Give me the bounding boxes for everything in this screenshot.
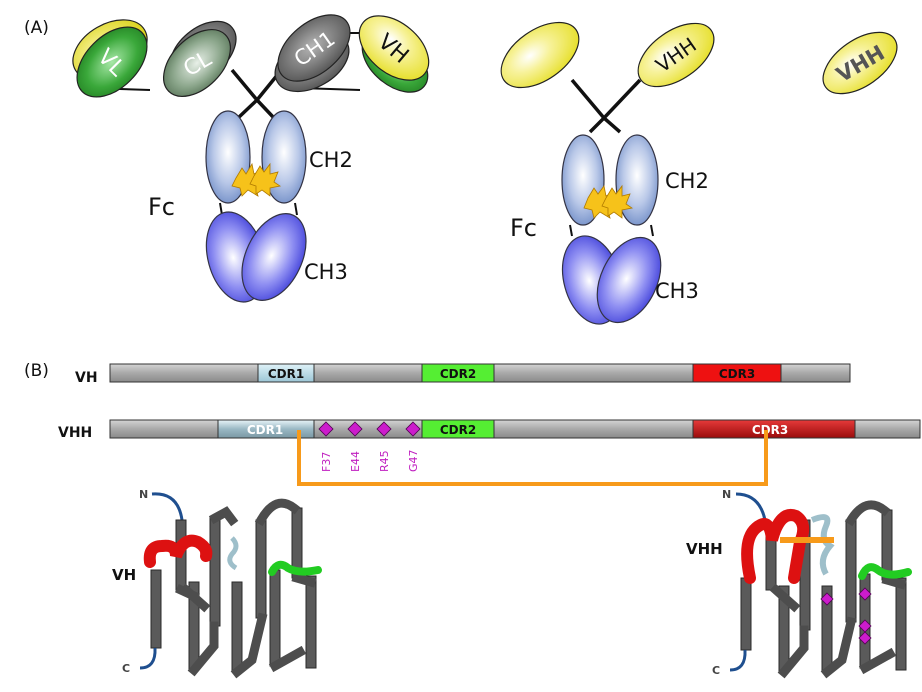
hc-fc-label: Fc — [510, 214, 537, 242]
nanobody-domain: VHH — [822, 31, 898, 95]
vhh-cdr3-label: CDR3 — [752, 423, 788, 437]
vhh-cdr1-segment — [217, 419, 315, 439]
disulfide-star-icon — [249, 162, 282, 197]
vh-topology-structure: N C VH — [112, 488, 322, 679]
vh-cdr3-segment — [692, 363, 782, 383]
structure-hallmark-diamond-icon — [820, 592, 834, 606]
vh-cdr2-segment — [421, 363, 495, 383]
vl-domain: VL — [76, 26, 148, 98]
mutation-g47-label: G47 — [407, 449, 420, 472]
mutation-r45-label: R45 — [378, 450, 391, 472]
vhh-arm-right-domain: VHH — [637, 22, 715, 88]
hc-ch3-right-domain — [596, 236, 662, 324]
hallmark-diamond-icon — [347, 421, 363, 437]
vh-cdr1-label: CDR1 — [268, 367, 304, 381]
ch3-right-domain — [241, 213, 307, 301]
mutation-f37-label: F37 — [320, 452, 333, 472]
mutation-e44-label: E44 — [349, 451, 362, 472]
vhh-cdr2-segment — [421, 419, 495, 439]
vh-sequence-bar: VH CDR1 CDR2 CDR3 — [75, 363, 851, 386]
vhh-c-terminus-label: C — [712, 664, 720, 677]
ch3-label: CH3 — [304, 260, 348, 284]
vhh-cdr2-label: CDR2 — [440, 423, 476, 437]
vhh-n-terminus-label: N — [722, 488, 731, 501]
vh-cdr1-segment — [257, 363, 315, 383]
ch2-label: CH2 — [309, 148, 353, 172]
vhh-arm-left-domain — [500, 21, 580, 89]
vh-structure-label: VH — [112, 566, 136, 584]
vhh-bar-label: VHH — [58, 425, 92, 441]
ch1-domain: CH1 — [277, 14, 351, 82]
panel-b-label: (B) — [24, 361, 49, 381]
vhh-structure-label: VHH — [686, 540, 723, 558]
structure-hallmark-diamond-icon — [858, 631, 872, 645]
disulfide-star-icon — [601, 184, 634, 219]
vh-c-terminus-label: C — [122, 662, 130, 675]
vhh-cdr3-segment — [692, 419, 856, 439]
vhh-sequence-bar: VHH CDR1 CDR2 CDR3 F37 E44 R45 G47 — [58, 419, 921, 472]
vh-cdr3-label: CDR3 — [719, 367, 755, 381]
panel-a-label: (A) — [24, 18, 49, 38]
cl-domain: CL — [163, 29, 231, 97]
vh-domain: VH — [358, 15, 430, 81]
hc-ch3-label: CH3 — [655, 279, 699, 303]
heavy-chain-antibody: VHH CH2 Fc CH3 — [500, 21, 715, 325]
hc-ch2-label: CH2 — [665, 169, 709, 193]
hallmark-diamond-icon — [318, 421, 334, 437]
hallmark-diamond-icon — [376, 421, 392, 437]
hallmark-diamond-icon — [405, 421, 421, 437]
cdr1-cdr3-disulfide-link — [297, 430, 768, 486]
vh-cdr2-label: CDR2 — [440, 367, 476, 381]
vh-n-terminus-label: N — [139, 488, 148, 501]
conventional-antibody: VL CL CH1 VH CH2 Fc CH3 — [72, 14, 430, 303]
vhh-topology-structure: N — [686, 488, 912, 679]
structure-hallmark-diamond-icon — [858, 587, 872, 601]
fc-label: Fc — [148, 193, 175, 221]
vhh-cdr1-label: CDR1 — [247, 423, 283, 437]
vh-bar-label: VH — [75, 370, 98, 386]
